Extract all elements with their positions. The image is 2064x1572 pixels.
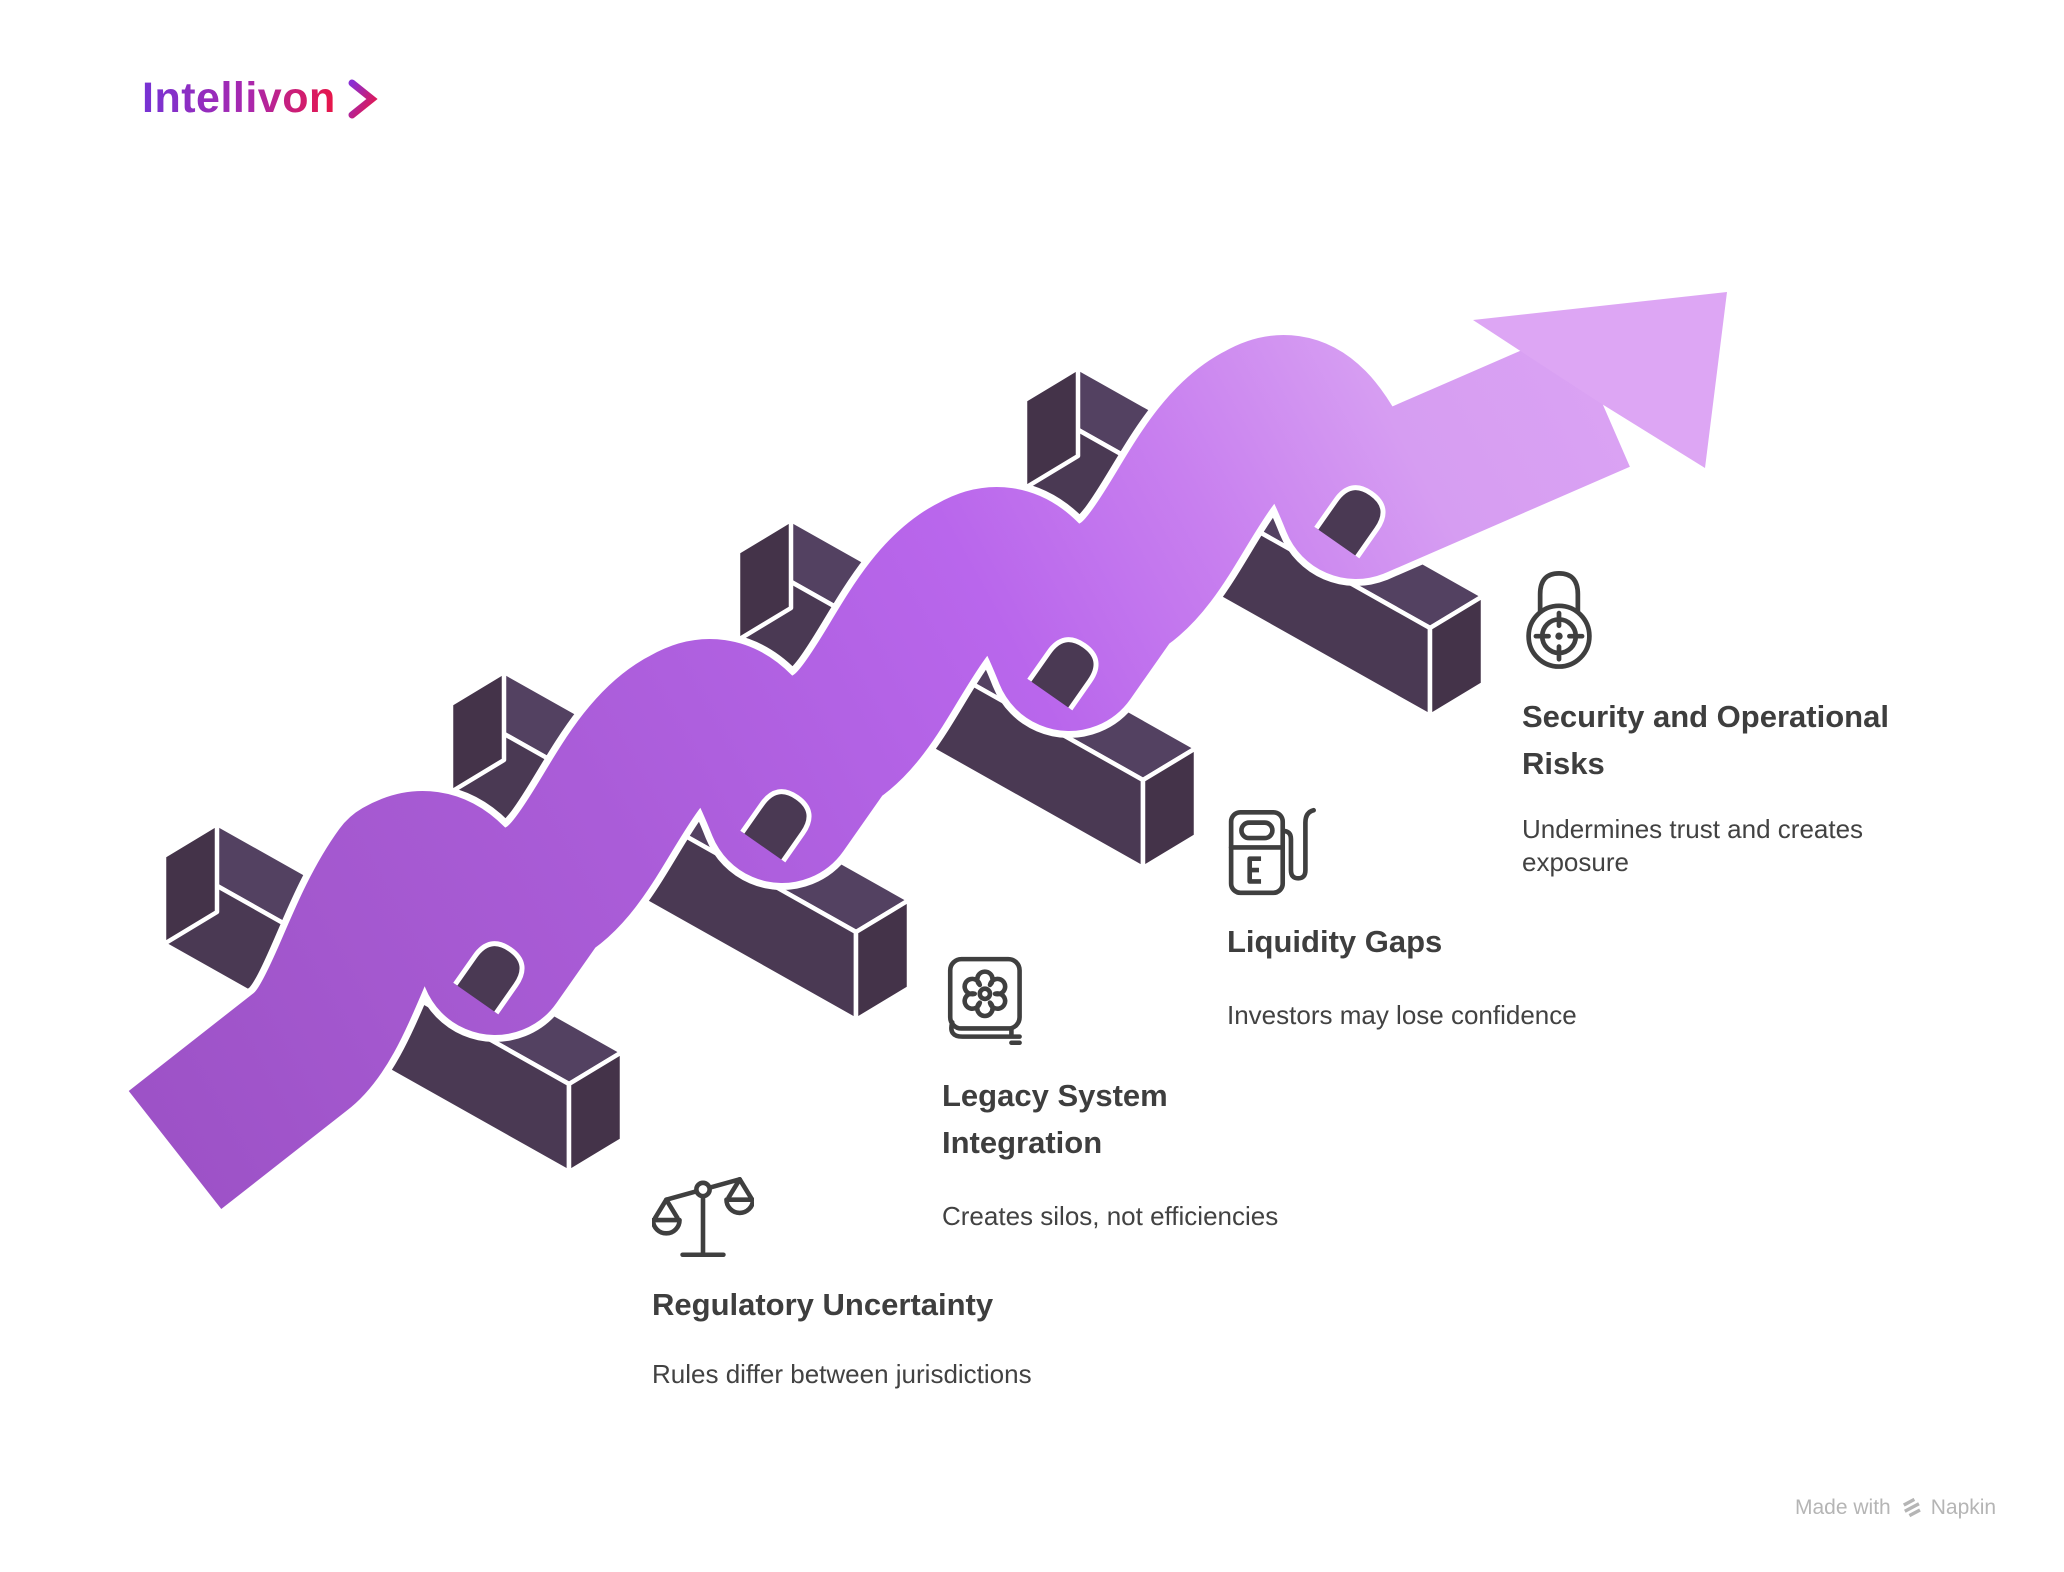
ribbon-path <box>128 329 1630 1210</box>
lock-target-icon <box>1526 570 1592 669</box>
brand-logo-text: Intellivon <box>142 74 336 122</box>
item-title-security-operational-risks: Security and Operational Risks <box>1522 699 1889 781</box>
fuel-pump-icon <box>1228 807 1316 896</box>
brand-logo: Intellivon <box>142 74 382 123</box>
watermark-prefix: Made with <box>1795 1496 1891 1519</box>
item-subtitle-regulatory-uncertainty: Rules differ between jurisdictions <box>652 1359 1032 1389</box>
tunnel-arch-2 <box>740 789 812 863</box>
item-title-liquidity-gaps: Liquidity Gaps <box>1227 924 1443 959</box>
item-legacy-system-integration <box>942 953 1412 1055</box>
chevron-right-icon <box>348 79 378 118</box>
item-title-legacy-system-integration: Legacy System Integration <box>942 1078 1168 1160</box>
item-title-regulatory-uncertainty: Regulatory Uncertainty <box>652 1287 994 1322</box>
book-gear-icon <box>947 956 1022 1046</box>
item-subtitle-liquidity-gaps: Investors may lose confidence <box>1227 1000 1577 1030</box>
balance-scale-icon <box>652 1176 754 1258</box>
item-subtitle-legacy-system-integration: Creates silos, not efficiencies <box>942 1201 1279 1231</box>
tunnel-arch-1 <box>453 941 525 1015</box>
item-regulatory-uncertainty <box>652 1165 1122 1267</box>
tunnel-arches <box>453 485 1386 1015</box>
item-security-operational-risks <box>1522 566 1992 676</box>
made-with-napkin-watermark: Made with Napkin <box>1795 1495 1996 1521</box>
napkin-logo-icon <box>1902 1497 1921 1518</box>
tunnel-arch-4 <box>1314 485 1386 559</box>
tunnel-arch-3 <box>1027 637 1099 711</box>
watermark-brand: Napkin <box>1930 1496 1997 1519</box>
item-liquidity-gaps <box>1227 802 1697 900</box>
item-subtitle-security-operational-risks: Undermines trust and creates exposure <box>1522 814 1864 877</box>
arrow-head <box>1473 292 1727 468</box>
